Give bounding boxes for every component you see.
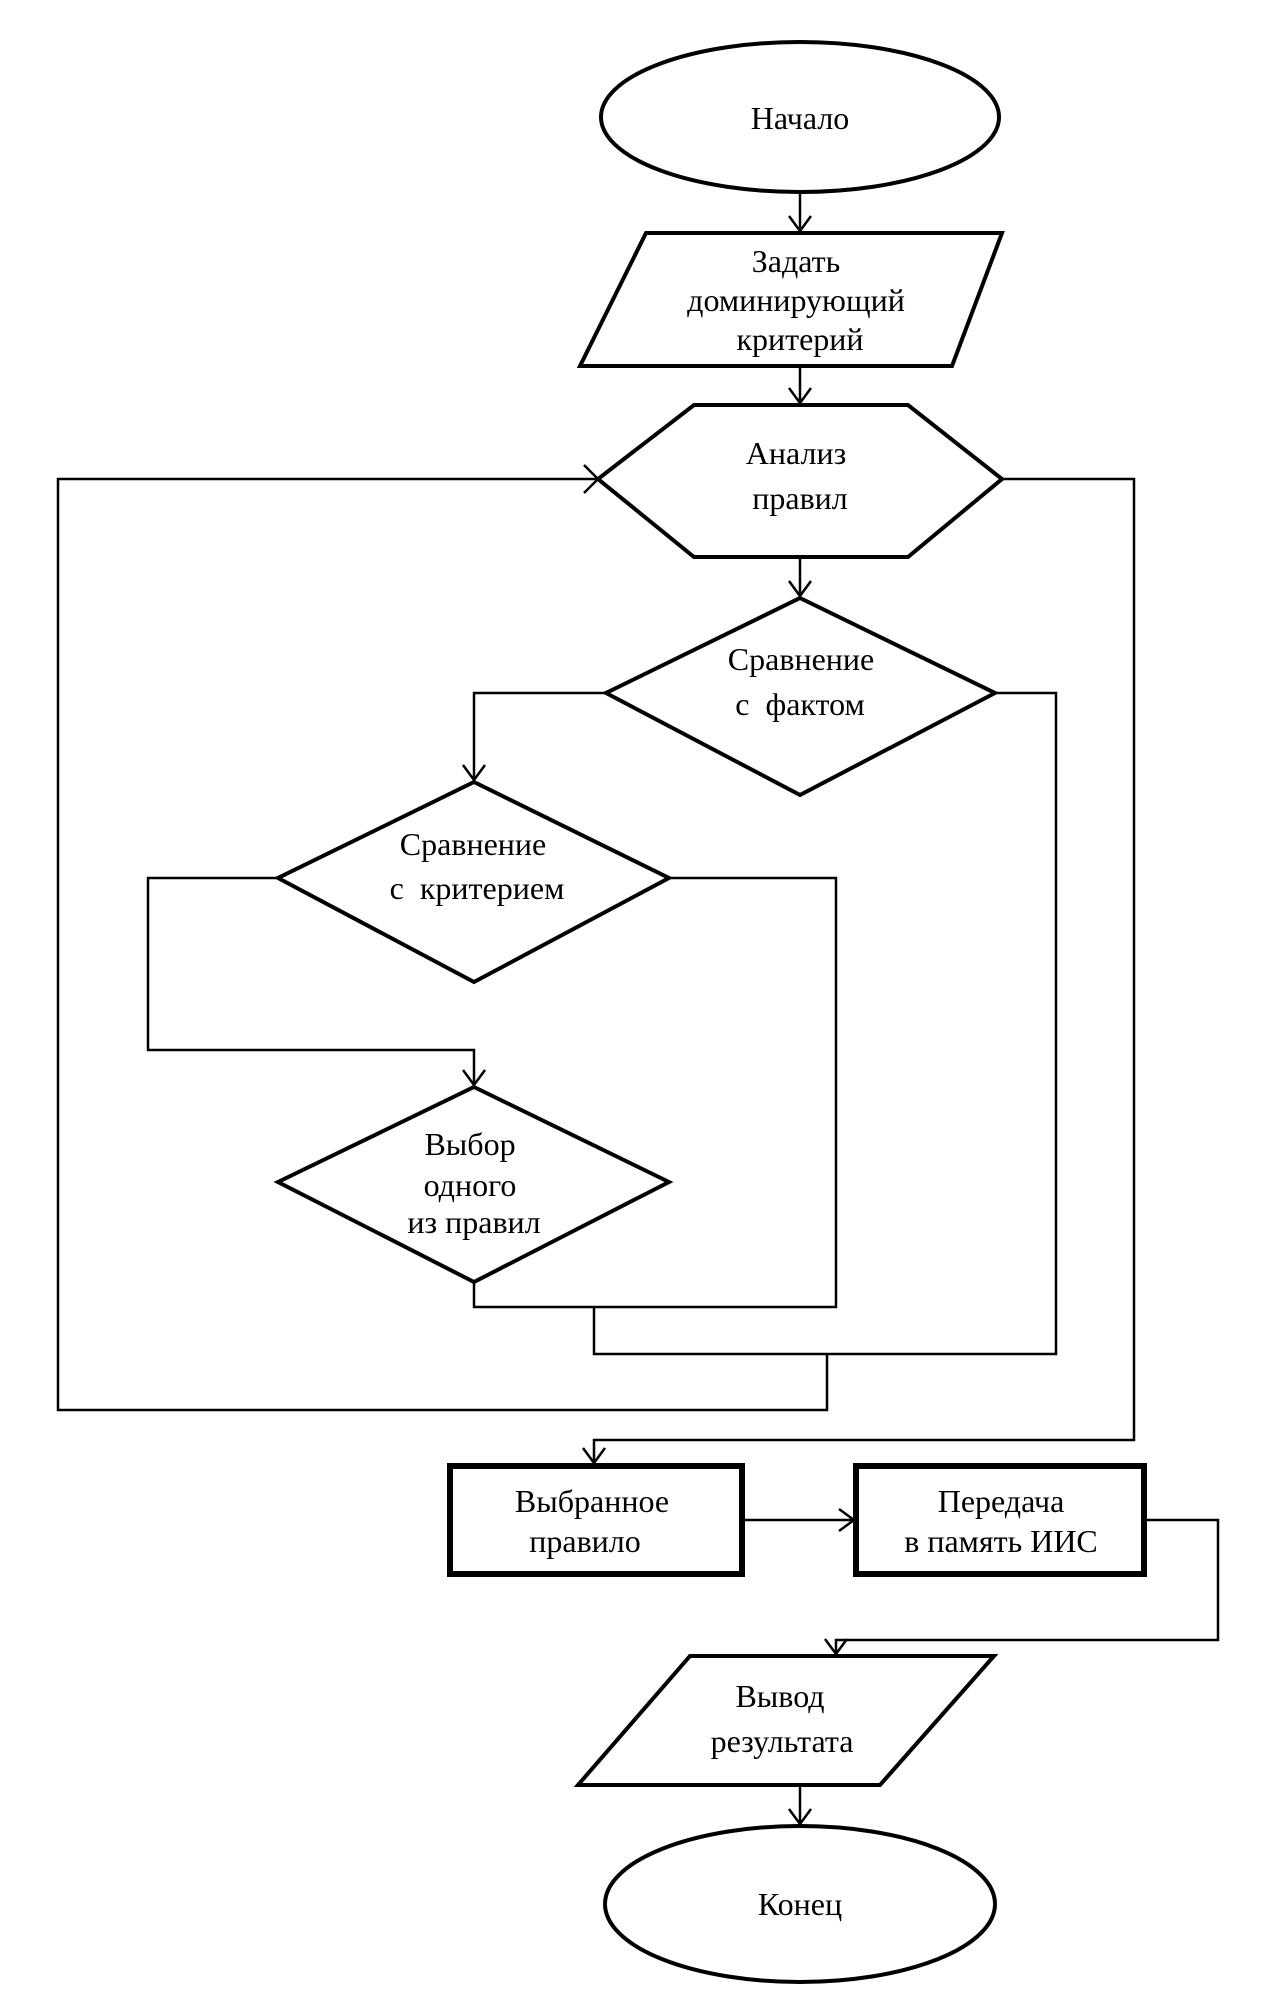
node-label-line: Сравнение xyxy=(728,641,874,677)
node-output-result-text: Вывод результата xyxy=(711,1678,854,1759)
edge-loop-back-to-analyze-rules xyxy=(56,477,829,1412)
edge-compare-fact-return xyxy=(592,691,1058,1356)
decision-shape xyxy=(601,595,1000,798)
node-label-line: правил xyxy=(752,480,848,516)
node-label-line: правило xyxy=(529,1523,641,1559)
node-end: Конец xyxy=(603,1824,997,1984)
node-analyze-rules: Анализ правил xyxy=(594,403,1006,559)
terminal-shape xyxy=(603,1824,997,1984)
loop-preparation-shape xyxy=(594,403,1006,559)
node-label-line: в память ИИС xyxy=(904,1523,1098,1559)
edge-transfer-memory-to-output-result xyxy=(834,1518,1220,1654)
edge-compare-fact-to-compare-criterion xyxy=(472,691,606,780)
node-label-line: Анализ xyxy=(746,435,846,471)
node-analyze-rules-text: Анализ правил xyxy=(746,435,854,516)
node-output-result: Вывод результата xyxy=(573,1654,999,1787)
decision-shape xyxy=(273,779,674,985)
node-label-line: Задать xyxy=(752,243,840,279)
node-selected-rule-text: Выбранное правило xyxy=(515,1483,677,1559)
node-start: Начало xyxy=(599,40,1001,194)
node-label-line: Выбранное xyxy=(515,1483,669,1519)
node-transfer-memory: Передача в память ИИС xyxy=(853,1463,1147,1577)
edge-choose-rule-return xyxy=(472,876,838,1309)
node-label-line: с фактом xyxy=(735,686,864,722)
edge-compare-criterion-to-choose-rule xyxy=(146,876,476,1085)
node-set-criterion: Задать доминирующий критерий xyxy=(576,231,1005,368)
node-label-line: Начало xyxy=(751,100,850,136)
node-start-text: Начало xyxy=(751,100,850,136)
node-label-line: из правил xyxy=(407,1204,540,1240)
node-label-line: с критерием xyxy=(390,870,565,906)
connectors xyxy=(56,192,1220,1827)
node-transfer-memory-text: Передача в память ИИС xyxy=(904,1483,1098,1559)
node-label-line: Выбор xyxy=(424,1126,515,1162)
node-compare-fact: Сравнение с фактом xyxy=(601,595,1000,798)
node-label-line: Сравнение xyxy=(400,826,546,862)
node-compare-fact-text: Сравнение с фактом xyxy=(728,641,882,722)
node-label-line: результата xyxy=(711,1723,854,1759)
node-label-line: доминирующий xyxy=(687,282,905,318)
input-output-shape xyxy=(576,231,1005,368)
terminal-shape xyxy=(599,40,1001,194)
node-label-line: Вывод xyxy=(735,1678,824,1714)
node-set-criterion-text: Задать доминирующий критерий xyxy=(687,243,913,357)
node-end-text: Конец xyxy=(758,1886,842,1922)
process-shape xyxy=(853,1463,1147,1577)
node-choose-rule-text: Выбор одного из правил xyxy=(407,1126,540,1240)
node-label-line: Конец xyxy=(758,1886,842,1922)
node-label-line: Передача xyxy=(938,1483,1065,1519)
process-shape xyxy=(447,1463,745,1577)
node-compare-criterion: Сравнение с критерием xyxy=(273,779,674,985)
edge-analyze-rules-to-selected-rule xyxy=(592,477,1136,1463)
node-selected-rule: Выбранное правило xyxy=(447,1463,745,1577)
node-label-line: критерий xyxy=(736,321,863,357)
input-output-shape xyxy=(573,1654,999,1787)
node-compare-criterion-text: Сравнение с критерием xyxy=(390,826,565,906)
node-choose-rule: Выбор одного из правил xyxy=(273,1084,674,1285)
decision-shape xyxy=(273,1084,674,1285)
node-label-line: одного xyxy=(424,1167,517,1203)
